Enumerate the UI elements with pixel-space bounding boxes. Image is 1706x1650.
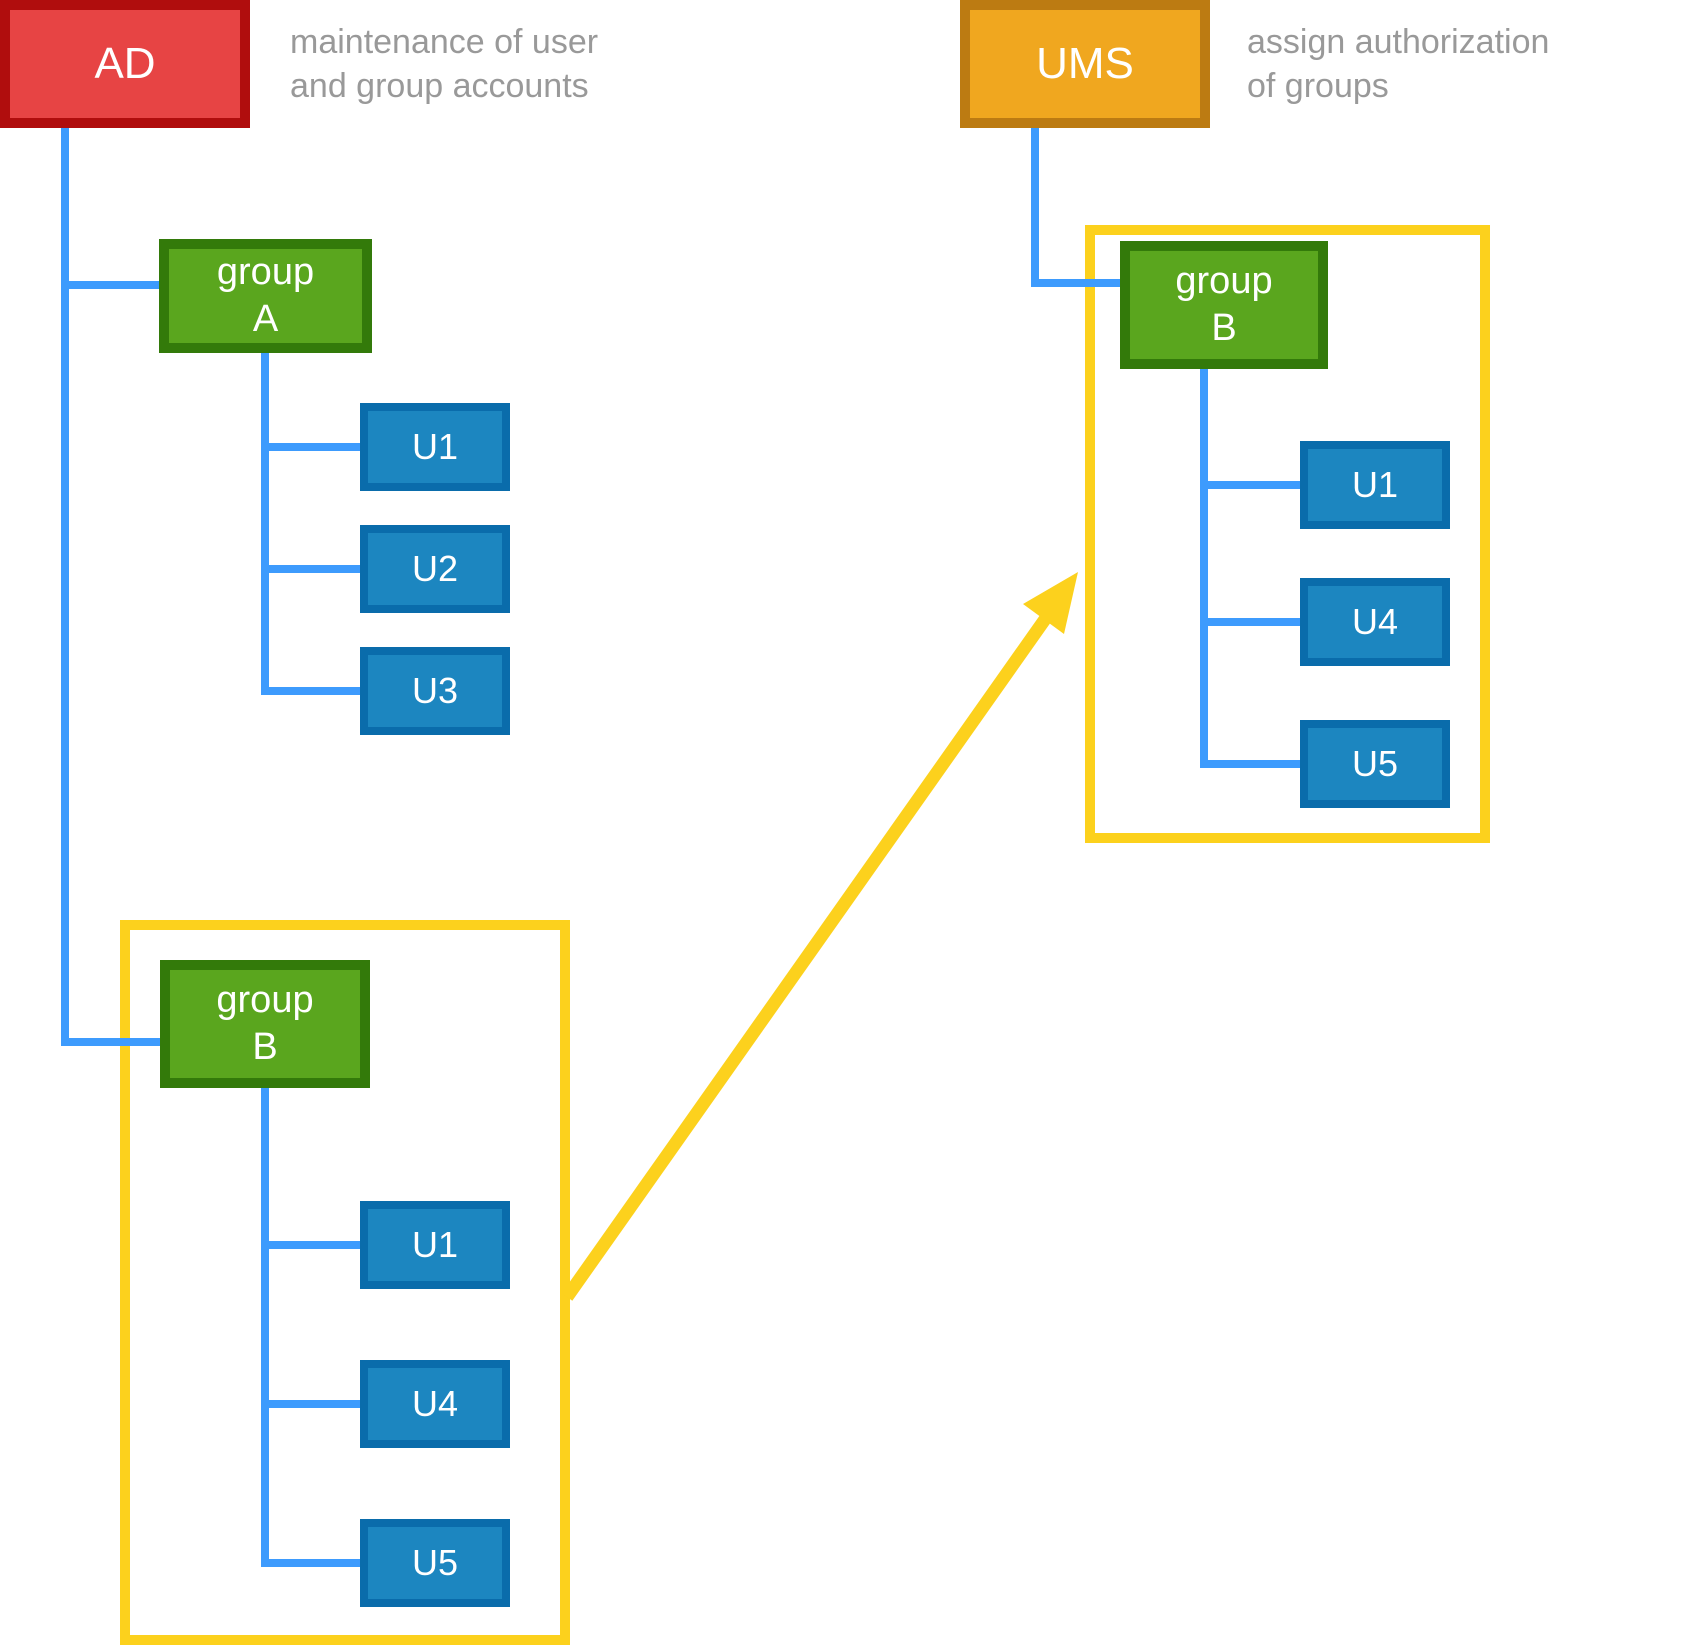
connector-group-a-u3	[261, 687, 360, 695]
connector-group-a-u2	[261, 565, 360, 573]
sync-arrow-shaft	[561, 611, 1054, 1301]
user-label: U5	[1351, 743, 1399, 784]
connector-group-b-right-u5	[1200, 760, 1300, 768]
group-b-left-name-line2: B	[252, 1026, 278, 1068]
connector-ad-to-group-a	[61, 281, 159, 289]
ad-caption-line1: maintenance of user	[290, 23, 599, 61]
ad-box-label: AD	[94, 39, 156, 88]
group-a-box: group A	[159, 239, 372, 353]
group-b-right-box: group B	[1120, 241, 1328, 369]
user-box-group-b-left-u5: U5	[360, 1519, 510, 1607]
ad-caption: maintenance of user and group accounts	[290, 20, 598, 108]
ums-caption-line1: assign authorization	[1247, 23, 1550, 61]
group-a-name-line2: A	[252, 298, 279, 340]
connector-group-b-right-u1	[1200, 481, 1300, 489]
connector-ums-to-group-b	[1031, 279, 1120, 287]
connector-group-b-left-u1	[261, 1241, 360, 1249]
user-box-group-b-left-u4: U4	[360, 1360, 510, 1448]
group-b-left-box: group B	[160, 960, 370, 1088]
connector-group-a-trunk	[261, 353, 269, 695]
user-box-group-a-u1: U1	[360, 403, 510, 491]
group-b-right-name-line2: B	[1211, 307, 1237, 349]
connector-ad-trunk	[61, 128, 69, 1046]
ums-caption-line2: of groups	[1247, 67, 1389, 105]
connector-group-b-right-trunk	[1200, 369, 1208, 768]
group-a-name-line1: group	[216, 250, 315, 293]
user-box-group-b-right-u4: U4	[1300, 578, 1450, 666]
user-label: U2	[411, 548, 459, 589]
ums-box-label: UMS	[1036, 39, 1134, 88]
connector-group-b-left-trunk	[261, 1088, 269, 1567]
user-box-group-b-right-u5: U5	[1300, 720, 1450, 808]
connector-ad-to-group-b	[61, 1038, 160, 1046]
connector-ums-drop	[1031, 128, 1039, 283]
user-box-group-b-left-u1: U1	[360, 1201, 510, 1289]
ad-box: AD	[0, 0, 250, 128]
user-label: U1	[411, 426, 459, 467]
user-label: U1	[1351, 464, 1399, 505]
ums-box: UMS	[960, 0, 1210, 128]
user-box-group-b-right-u1: U1	[1300, 441, 1450, 529]
group-b-left-name-line1: group	[216, 978, 314, 1021]
user-box-group-a-u2: U2	[360, 525, 510, 613]
ums-caption: assign authorization of groups	[1247, 20, 1549, 108]
connector-group-b-left-u4	[261, 1400, 360, 1408]
connector-group-b-right-u4	[1200, 618, 1300, 626]
highlight-box-right	[1085, 225, 1490, 843]
group-b-right-name-line1: group	[1175, 259, 1273, 302]
user-label: U4	[411, 1383, 459, 1424]
user-label: U1	[411, 1224, 459, 1265]
user-label: U4	[1351, 601, 1399, 642]
user-label: U5	[411, 1542, 459, 1583]
ad-caption-line2: and group accounts	[290, 67, 589, 105]
sync-arrow-head	[1023, 572, 1078, 634]
connector-group-a-u1	[261, 443, 360, 451]
user-label: U3	[411, 670, 459, 711]
connector-group-b-left-u5	[261, 1559, 360, 1567]
user-box-group-a-u3: U3	[360, 647, 510, 735]
